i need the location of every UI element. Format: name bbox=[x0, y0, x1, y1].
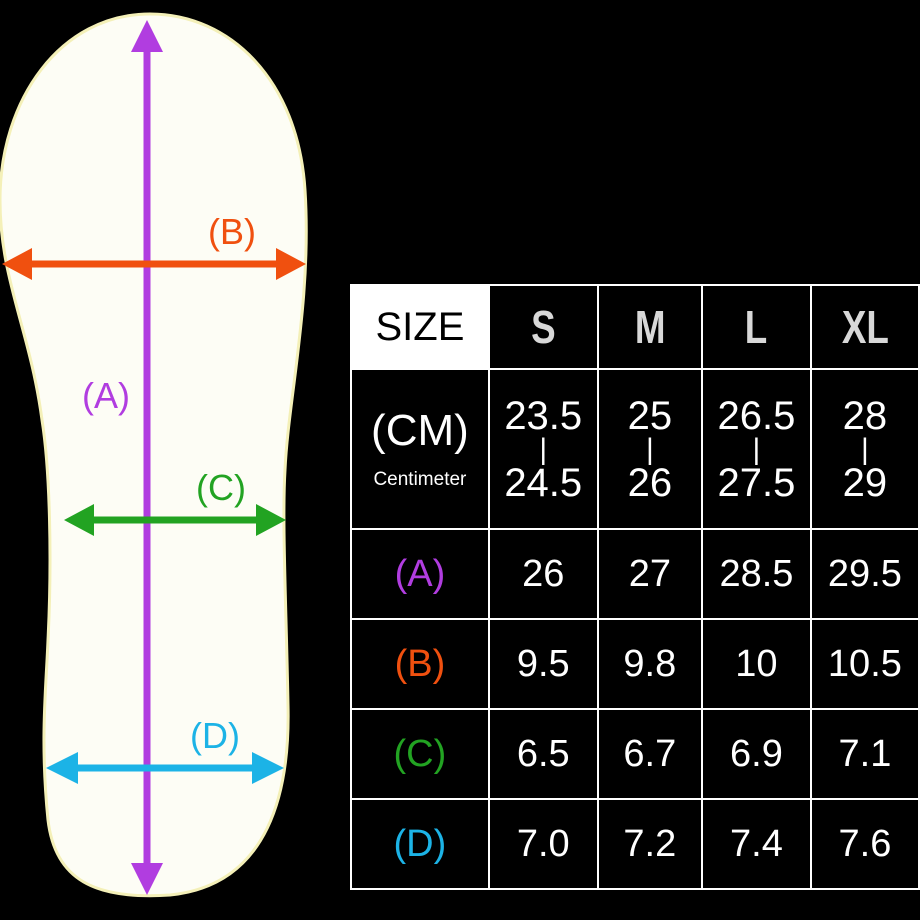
value-cell: 10.5 bbox=[809, 618, 920, 710]
label-b: (B) bbox=[208, 211, 256, 252]
range-separator: | bbox=[752, 432, 761, 466]
size-cell-l: L bbox=[701, 284, 812, 370]
value-cell: 29.5 bbox=[809, 528, 920, 620]
cm-range-l: 26.5 | 27.5 bbox=[701, 368, 812, 530]
size-letter: S bbox=[530, 301, 556, 353]
size-letter: L bbox=[745, 301, 768, 353]
table-row-d: (D) 7.0 7.2 7.4 7.6 bbox=[350, 798, 920, 890]
size-header-cell: SIZE bbox=[350, 284, 490, 370]
label-c: (C) bbox=[196, 467, 246, 508]
cm-range-s: 23.5 | 24.5 bbox=[487, 368, 599, 530]
range-to: 27.5 bbox=[717, 460, 796, 505]
table-row-c: (C) 6.5 6.7 6.9 7.1 bbox=[350, 708, 920, 800]
size-letter: XL bbox=[841, 301, 889, 353]
value-cell: 9.8 bbox=[596, 618, 704, 710]
range-to: 26 bbox=[627, 460, 673, 505]
range-to: 24.5 bbox=[504, 460, 583, 505]
value-cell: 10 bbox=[701, 618, 812, 710]
value-cell: 7.1 bbox=[809, 708, 920, 800]
size-cell-m: M bbox=[596, 284, 704, 370]
value-cell: 6.7 bbox=[596, 708, 704, 800]
value-cell: 7.4 bbox=[701, 798, 812, 890]
range-from: 25 bbox=[627, 393, 673, 438]
range-from: 28 bbox=[842, 393, 888, 438]
size-cell-xl: XL bbox=[809, 284, 920, 370]
value-cell: 6.9 bbox=[701, 708, 812, 800]
arrow-d bbox=[46, 752, 284, 784]
cm-label-cell: (CM) Centimeter bbox=[350, 368, 490, 530]
range-from: 23.5 bbox=[504, 393, 583, 438]
table-row-a: (A) 26 27 28.5 29.5 bbox=[350, 528, 920, 620]
range-to: 29 bbox=[842, 460, 888, 505]
value-cell: 26 bbox=[487, 528, 599, 620]
value-cell: 9.5 bbox=[487, 618, 599, 710]
cm-sublabel: Centimeter bbox=[373, 469, 467, 491]
range-separator: | bbox=[861, 432, 869, 466]
size-cell-s: S bbox=[487, 284, 599, 370]
cm-label: (CM) bbox=[371, 405, 469, 455]
range-separator: | bbox=[645, 432, 654, 466]
value-cell: 7.6 bbox=[809, 798, 920, 890]
value-cell: 27 bbox=[596, 528, 704, 620]
table-row-cm: (CM) Centimeter 23.5 | 24.5 25 | 26 26.5… bbox=[350, 368, 920, 530]
arrow-c bbox=[64, 504, 286, 536]
cm-range-xl: 28 | 29 bbox=[809, 368, 920, 530]
row-label-b: (B) bbox=[350, 618, 490, 710]
arrow-a bbox=[131, 20, 163, 895]
row-label-c: (C) bbox=[350, 708, 490, 800]
range-from: 26.5 bbox=[717, 393, 796, 438]
insole-outline bbox=[0, 12, 308, 898]
value-cell: 6.5 bbox=[487, 708, 599, 800]
value-cell: 7.0 bbox=[487, 798, 599, 890]
arrow-b bbox=[2, 248, 306, 280]
table-header-row: SIZE S M L XL bbox=[350, 284, 920, 370]
size-table: SIZE S M L XL (CM) Centimeter 23.5 | 24.… bbox=[350, 284, 920, 890]
row-label-d: (D) bbox=[350, 798, 490, 890]
value-cell: 7.2 bbox=[596, 798, 704, 890]
row-label-a: (A) bbox=[350, 528, 490, 620]
size-letter: M bbox=[634, 301, 666, 353]
value-cell: 28.5 bbox=[701, 528, 812, 620]
table-row-b: (B) 9.5 9.8 10 10.5 bbox=[350, 618, 920, 710]
label-d: (D) bbox=[190, 715, 240, 756]
cm-range-m: 25 | 26 bbox=[596, 368, 704, 530]
label-a: (A) bbox=[82, 375, 130, 416]
range-separator: | bbox=[539, 432, 548, 466]
